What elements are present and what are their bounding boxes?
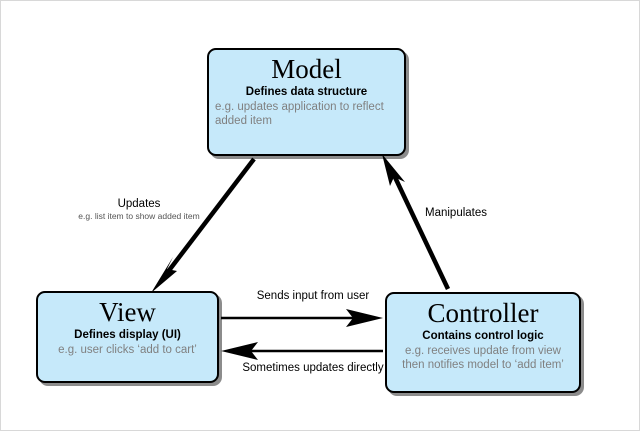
node-model-example: e.g. updates application to reflect adde… bbox=[215, 101, 384, 127]
edge-label-updates-main: Updates bbox=[117, 198, 161, 210]
edge-label-sometimes-updates-main: Sometimes updates directly bbox=[242, 362, 384, 374]
node-controller-title: Controller bbox=[427, 298, 539, 328]
node-view-subtitle: Defines display (UI) bbox=[74, 329, 181, 341]
node-model-title: Model bbox=[271, 54, 342, 84]
node-controller[interactable]: Controller Contains control logic e.g. r… bbox=[385, 292, 581, 393]
node-controller-example: e.g. receives update from view then noti… bbox=[402, 345, 564, 371]
node-view[interactable]: View Defines display (UI) e.g. user clic… bbox=[36, 291, 219, 383]
arrow-controller-to-model bbox=[382, 154, 451, 290]
edge-label-manipulates-main: Manipulates bbox=[425, 207, 488, 219]
arrow-view-to-controller bbox=[221, 309, 383, 327]
arrow-model-to-view bbox=[151, 157, 256, 293]
node-controller-subtitle: Contains control logic bbox=[422, 330, 544, 342]
node-model[interactable]: Model Defines data structure e.g. update… bbox=[207, 48, 406, 156]
edge-label-manipulates: Manipulates bbox=[425, 206, 535, 220]
edge-label-sends-input: Sends input from user bbox=[239, 289, 387, 303]
edge-label-updates: Updates e.g. list item to show added ite… bbox=[59, 197, 219, 222]
edge-label-updates-sub: e.g. list item to show added item bbox=[78, 211, 200, 221]
node-view-example: e.g. user clicks ‘add to cart’ bbox=[58, 344, 197, 356]
node-view-title: View bbox=[99, 297, 156, 327]
edge-label-sends-input-main: Sends input from user bbox=[256, 290, 370, 302]
edge-label-sometimes-updates: Sometimes updates directly bbox=[231, 361, 395, 375]
node-model-subtitle: Defines data structure bbox=[245, 86, 368, 98]
arrow-controller-to-view bbox=[221, 342, 383, 360]
